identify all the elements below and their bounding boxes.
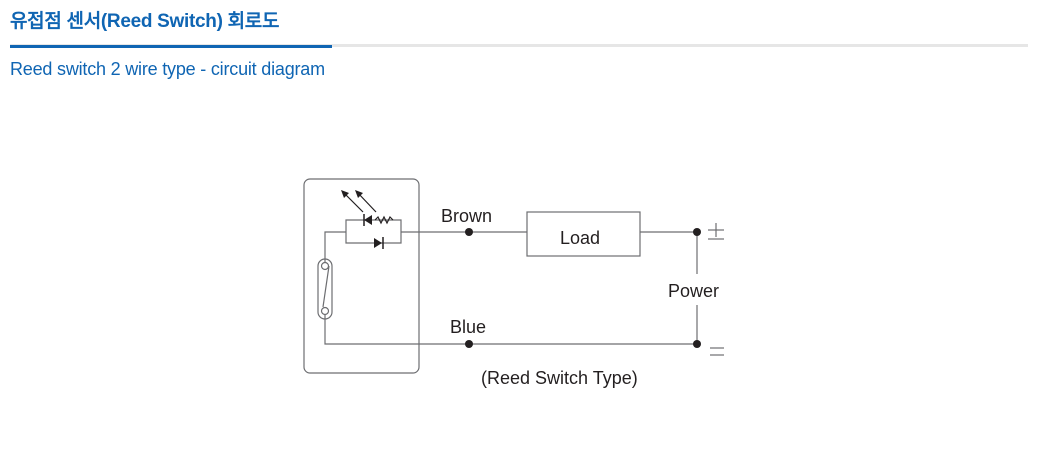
title-divider bbox=[10, 44, 1028, 47]
led-branch-wire bbox=[345, 219, 402, 232]
light-arrowhead-icon bbox=[341, 190, 349, 198]
diode-branch-wire bbox=[345, 232, 402, 244]
power-positive-dot bbox=[693, 228, 701, 236]
sensor-housing bbox=[303, 178, 420, 374]
reed-contact-bottom bbox=[320, 306, 330, 316]
power-label: Power bbox=[668, 281, 719, 301]
resistor-icon bbox=[374, 215, 394, 225]
load-label: Load bbox=[560, 228, 600, 248]
diagram-caption: (Reed Switch Type) bbox=[481, 368, 638, 388]
reed-contact-top bbox=[320, 261, 330, 271]
brown-junction-dot bbox=[465, 228, 473, 236]
blue-wire bbox=[324, 315, 697, 345]
diode-icon bbox=[374, 238, 382, 248]
blue-wire-label: Blue bbox=[450, 317, 486, 337]
power-negative-dot bbox=[693, 340, 701, 348]
reed-switch-capsule bbox=[317, 258, 333, 320]
title-divider-accent bbox=[10, 45, 332, 48]
reed-contact-blade bbox=[322, 265, 330, 308]
blue-junction-dot bbox=[465, 340, 473, 348]
reed-top-wire bbox=[324, 231, 346, 262]
page-title: 유접점 센서(Reed Switch) 회로도 bbox=[10, 11, 280, 32]
brown-wire-label: Brown bbox=[441, 206, 492, 226]
load-box bbox=[526, 211, 641, 257]
light-arrowhead-icon bbox=[355, 190, 363, 198]
led-diode-icon bbox=[364, 215, 372, 225]
page-subtitle: Reed switch 2 wire type - circuit diagra… bbox=[10, 59, 325, 79]
